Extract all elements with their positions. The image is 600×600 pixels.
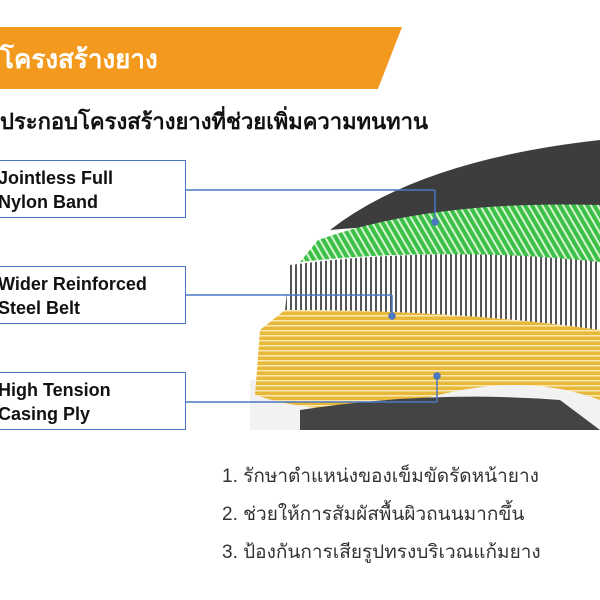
label-line: Nylon Band [0, 192, 99, 212]
header-banner: โครงสร้างยาง [0, 27, 402, 89]
subtitle: ประกอบโครงสร้างยางที่ช่วยเพิ่มความทนทาน [0, 109, 429, 134]
benefit-item: 1. รักษาตำแหน่งของเข็มขัดรัดหน้ายาง [222, 466, 539, 487]
casing-ply [255, 310, 600, 409]
nylon-band [300, 204, 600, 265]
label-line: High Tension [0, 380, 111, 400]
sidewall [300, 396, 600, 430]
benefit-item: 2. ช่วยให้การสัมผัสพื้นผิวถนนมากขึ้น [222, 504, 525, 525]
label-line: Wider Reinforced [0, 274, 147, 294]
benefit-item: 3. ป้องกันการเสียรูปทรงบริเวณแก้มยาง [222, 542, 541, 563]
benefits-list: 1. รักษาตำแหน่งของเข็มขัดรัดหน้ายาง 2. ช… [222, 458, 541, 572]
label-line: Jointless Full [0, 168, 114, 188]
label-line: Steel Belt [0, 298, 81, 318]
leader-lines [186, 189, 441, 403]
steel-belt [285, 254, 600, 330]
label-line: Casing Ply [0, 404, 91, 424]
header-title: โครงสร้างยาง [0, 44, 158, 74]
